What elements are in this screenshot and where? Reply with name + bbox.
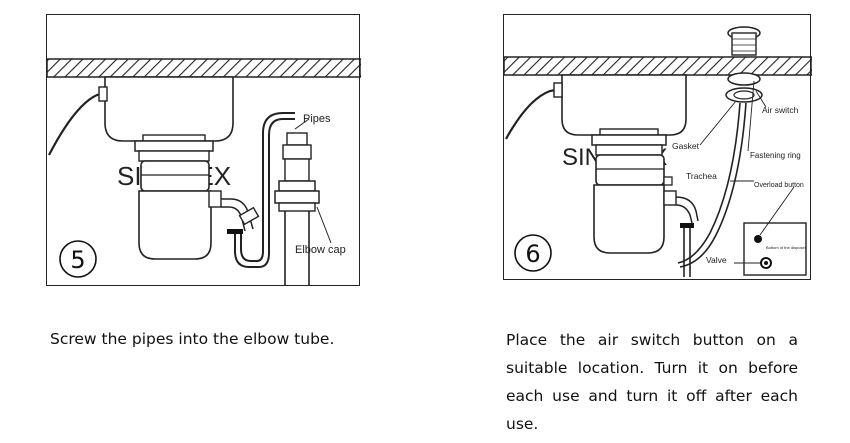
seal-ring xyxy=(227,229,243,234)
fastening-ring xyxy=(727,72,761,86)
bottom-note-label: Bottom of the disposer xyxy=(766,245,807,250)
air-switch-label: Air switch xyxy=(762,105,799,115)
step-6-drawing: SINOTEX xyxy=(504,26,812,277)
sink-bowl xyxy=(561,74,687,136)
step-number-circle xyxy=(514,234,552,272)
overload-button xyxy=(754,235,762,243)
disposer-body xyxy=(138,190,212,260)
step-5-caption: Screw the pipes into the elbow tube. xyxy=(50,330,335,348)
step-5-drawing: SINOTEX Pipes xyxy=(47,58,361,285)
power-cord xyxy=(48,91,106,156)
drain-hose xyxy=(234,118,295,268)
cabinet-panel xyxy=(743,222,807,276)
elbow-cap xyxy=(278,180,316,192)
fastening-ring-label: Fastening ring xyxy=(750,151,801,160)
elbow-cap-label: Elbow cap xyxy=(295,244,346,256)
pipe-top xyxy=(286,132,308,146)
trachea-label: Trachea xyxy=(686,171,717,181)
disposer-upper xyxy=(140,160,210,192)
trachea-tube xyxy=(677,102,741,264)
disposer-body xyxy=(593,184,665,254)
power-cord xyxy=(505,87,561,140)
drain-pipe xyxy=(683,228,691,277)
countertop xyxy=(504,56,812,76)
valve-label: Valve xyxy=(706,255,727,265)
pipe-vertical xyxy=(284,211,310,285)
pipes-label: Pipes xyxy=(303,113,331,125)
step-number-circle xyxy=(59,240,97,278)
overload-button-label: Overload button xyxy=(754,182,804,189)
disposer-upper xyxy=(595,154,665,186)
step-number: 5 xyxy=(70,246,85,274)
countertop xyxy=(47,58,361,78)
elbow-tube xyxy=(675,196,699,222)
step-6-illustration: SINOTEX xyxy=(503,14,812,280)
step-6-caption: Place the air switch button on a suitabl… xyxy=(506,331,798,433)
step-number: 6 xyxy=(525,240,540,268)
mount-flange xyxy=(591,134,667,146)
sink-bowl xyxy=(104,76,234,142)
step-5-illustration: SINOTEX Pipes xyxy=(46,14,361,286)
seal-ring xyxy=(680,223,694,228)
mount-flange xyxy=(134,140,214,152)
gasket-label: Gasket xyxy=(672,141,700,151)
